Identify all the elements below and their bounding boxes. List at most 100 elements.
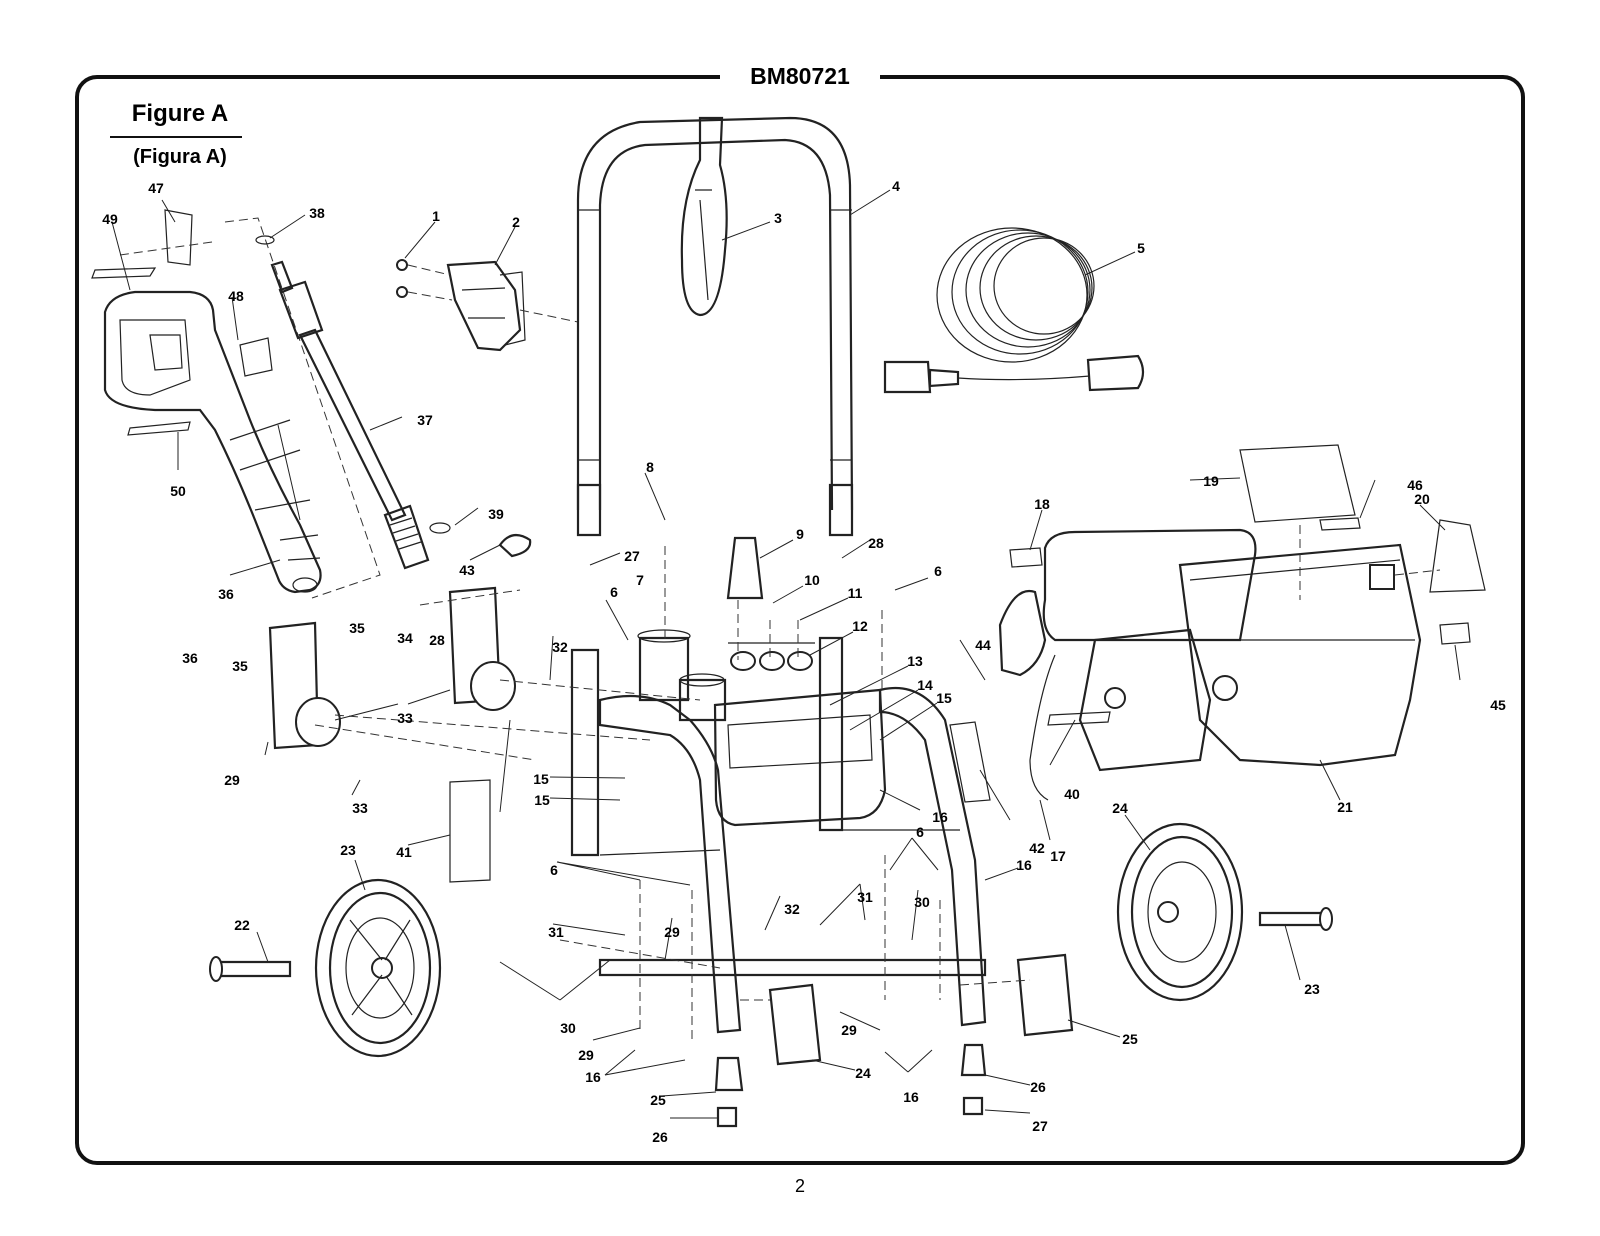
- callout-40: 39: [488, 506, 504, 522]
- callout-31: 31: [857, 889, 873, 905]
- model-number: BM80721: [720, 62, 880, 90]
- callout-7: 7: [636, 572, 644, 588]
- callout-19: 18: [1034, 496, 1050, 512]
- callout-12: 12: [852, 618, 868, 634]
- callout-16: 16: [903, 1089, 919, 1105]
- callout-5: 5: [1137, 240, 1145, 256]
- callout-42: 41: [396, 844, 412, 860]
- callout-51: 50: [170, 483, 186, 499]
- callout-47: 46: [1407, 477, 1423, 493]
- callout-34: 33: [397, 710, 413, 726]
- callout-24: 24: [1112, 800, 1128, 816]
- callout-25: 24: [855, 1065, 871, 1081]
- callout-27: 26: [652, 1129, 668, 1145]
- callout-41: 40: [1064, 786, 1080, 802]
- callout-26: 26: [1030, 1079, 1046, 1095]
- label-51-decal: [127, 421, 191, 436]
- callout-17: 16: [1016, 857, 1032, 873]
- callout-46: 45: [1490, 697, 1506, 713]
- figure-subtitle: (Figura A): [133, 146, 227, 168]
- callout-23: 23: [1304, 981, 1320, 997]
- callout-leader-lines: [111, 189, 1461, 1119]
- callout-45: 44: [975, 637, 991, 653]
- callout-18: 17: [1050, 848, 1066, 864]
- callout-25: 25: [1122, 1031, 1138, 1047]
- o-ring-39: [255, 235, 275, 245]
- callout-13: 13: [907, 653, 923, 669]
- spray-gun-drawing: [91, 209, 322, 594]
- callout-6: 6: [550, 862, 558, 878]
- callout-39: 38: [309, 205, 325, 221]
- callout-16: 16: [932, 809, 948, 825]
- callout-29: 29: [224, 772, 240, 788]
- callout-44: 43: [459, 562, 475, 578]
- label-19-decal: [1009, 547, 1043, 568]
- callout-16: 15: [534, 792, 550, 808]
- wand-drawing: [255, 235, 451, 570]
- callout-8: 8: [646, 459, 654, 475]
- figure-title: Figure A: [131, 100, 229, 127]
- callout-30: 30: [914, 894, 930, 910]
- callout-31: 30: [560, 1020, 576, 1036]
- callout-1: 1: [432, 208, 440, 224]
- nozzle-9: [726, 536, 764, 600]
- callout-35: 34: [397, 630, 413, 646]
- callout-11: 11: [847, 585, 863, 601]
- callout-30: 29: [664, 924, 680, 940]
- callout-4: 4: [892, 178, 900, 194]
- callout-14: 14: [917, 677, 933, 693]
- callout-6: 6: [934, 563, 942, 579]
- callout-38: 37: [417, 412, 433, 428]
- callout-33: 32: [552, 639, 568, 655]
- callout-6: 6: [610, 584, 618, 600]
- callout-29: 29: [841, 1022, 857, 1038]
- callout-35: 35: [232, 658, 248, 674]
- holster-drawing: [396, 259, 579, 352]
- callout-20: 19: [1203, 473, 1219, 489]
- callout-24: 23: [340, 842, 356, 858]
- callout-23: 22: [234, 917, 250, 933]
- label-48-decal: [164, 209, 193, 266]
- label-46-decal: [1439, 622, 1471, 645]
- callout-37: 36: [218, 586, 234, 602]
- callout-28: 27: [624, 548, 640, 564]
- callout-33: 33: [352, 800, 368, 816]
- label-47-decal: [1319, 517, 1361, 531]
- label-50-decal: [91, 267, 157, 279]
- label-49-decal: [239, 337, 273, 377]
- callout-22: 21: [1337, 799, 1353, 815]
- small-parts-drawing: [268, 533, 1074, 1128]
- callout-9: 9: [796, 526, 804, 542]
- callout-6: 6: [916, 824, 924, 840]
- wheel-left-drawing: [209, 878, 442, 1058]
- callout-27: 27: [1032, 1118, 1048, 1134]
- wheel-right-drawing: [1116, 822, 1333, 1002]
- callout-2: 2: [512, 214, 520, 230]
- callout-16: 16: [585, 1069, 601, 1085]
- callout-21: 20: [1414, 491, 1430, 507]
- frame-and-tank-drawing: [570, 536, 987, 1034]
- callout-29: 28: [429, 632, 445, 648]
- hose-18: [1029, 654, 1056, 801]
- callout-28: 28: [868, 535, 884, 551]
- callout-36: 35: [349, 620, 365, 636]
- callout-29: 29: [578, 1047, 594, 1063]
- handle-drawing: [576, 116, 854, 537]
- label-21-decal: [1429, 519, 1486, 593]
- callout-48: 47: [148, 180, 164, 196]
- hose-drawing: [883, 227, 1145, 394]
- callout-32: 31: [548, 924, 564, 940]
- callout-50: 49: [102, 211, 118, 227]
- page-number: 2: [794, 1176, 805, 1196]
- callout-10: 10: [804, 572, 820, 588]
- figure-title-rule: [110, 136, 242, 138]
- o-ring-40: [429, 522, 451, 534]
- callout-32: 32: [784, 901, 800, 917]
- callout-49: 48: [228, 288, 244, 304]
- engine-unit-drawing: [998, 444, 1486, 801]
- label-20-decal: [1239, 444, 1356, 523]
- callout-3: 3: [774, 210, 782, 226]
- callout-43: 42: [1029, 840, 1045, 856]
- label-41-decal: [1047, 711, 1111, 726]
